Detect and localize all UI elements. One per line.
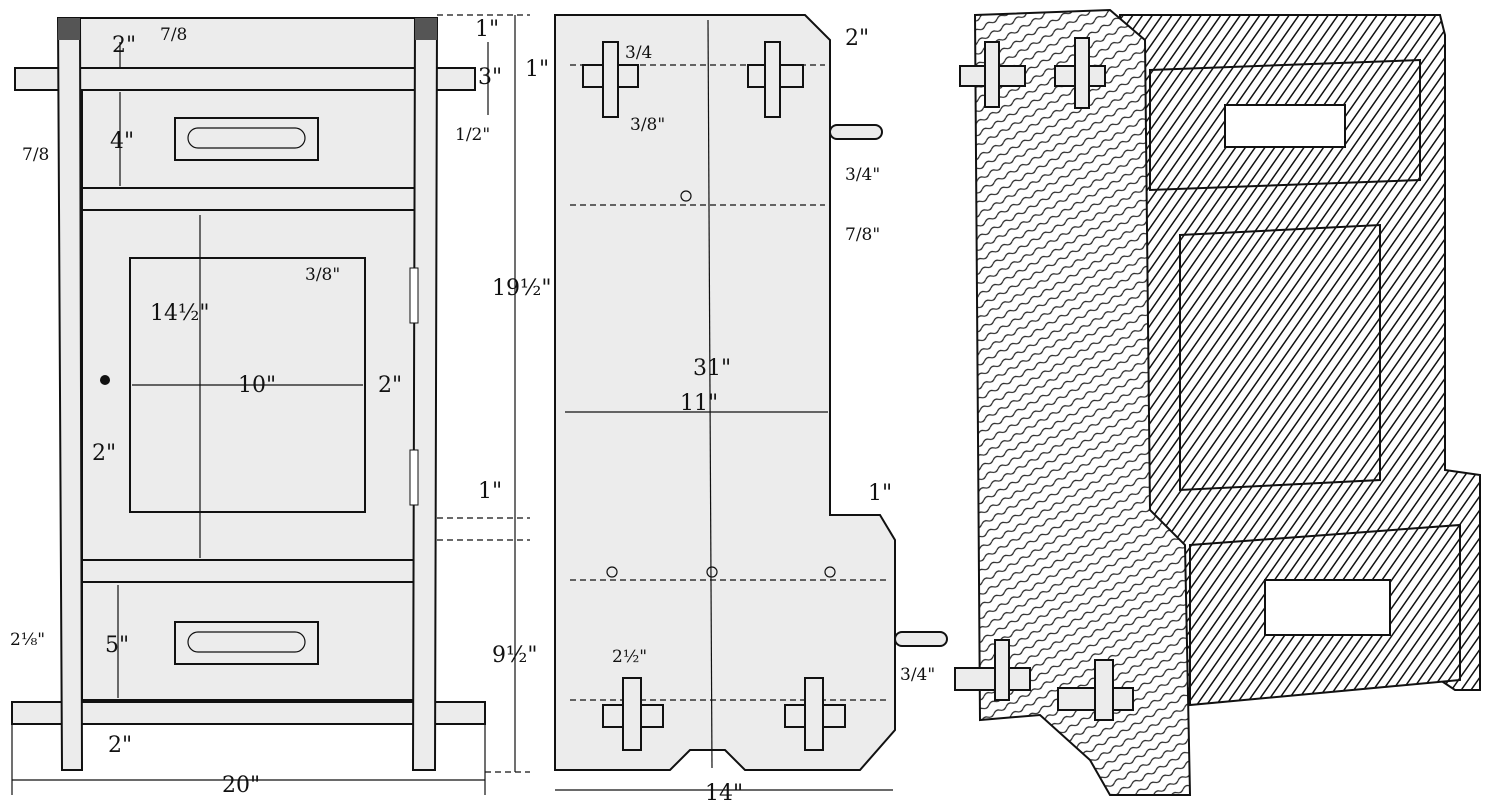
dim-label: 7/8" xyxy=(845,225,880,245)
dim-label: 2" xyxy=(92,441,116,466)
front-view: 2" 7/8 1" 1" 3" 4" 1/2" 7/8 3/8" 14½" 10… xyxy=(10,14,551,798)
dim-label: 3/4 xyxy=(625,43,652,63)
dim-label: 2½" xyxy=(612,647,647,667)
right-leg xyxy=(411,17,439,771)
top-drawer-handle xyxy=(1224,104,1346,148)
dim-label: 3/4" xyxy=(900,665,935,685)
peg xyxy=(954,667,1031,691)
dim-label: 2" xyxy=(112,33,136,58)
lower-rail xyxy=(81,559,416,583)
dim-label: 1/2" xyxy=(455,125,490,145)
dim-label: 4" xyxy=(110,129,134,154)
door-panel xyxy=(1179,223,1381,492)
dim-label: 1" xyxy=(475,17,499,42)
dim-label: 1" xyxy=(868,481,892,506)
dim-label: 14" xyxy=(705,781,743,806)
keyhole-icon xyxy=(100,375,110,385)
dim-label: 20" xyxy=(222,773,260,798)
knob xyxy=(894,631,948,647)
bottom-drawer-handle xyxy=(174,621,319,665)
dim-label: 9½" xyxy=(492,643,537,668)
side-panel xyxy=(973,8,1192,796)
dim-label: 31" xyxy=(693,356,731,381)
dim-label: 1" xyxy=(478,479,502,504)
bottom-drawer-handle xyxy=(1264,579,1391,636)
dim-label: 7/8 xyxy=(22,145,49,165)
dim-label: 2⅛" xyxy=(10,630,45,650)
dim-label: 2" xyxy=(378,373,402,398)
dim-label: 3/4" xyxy=(845,165,880,185)
side-panel xyxy=(554,14,896,771)
dim-label: 3/8" xyxy=(630,115,665,135)
dim-label: 7/8 xyxy=(160,25,187,45)
dim-label: 3/8" xyxy=(305,265,340,285)
dim-label: 10" xyxy=(238,373,276,398)
left-leg xyxy=(56,17,84,771)
dim-label: 3" xyxy=(478,65,502,90)
bottom-crossbar xyxy=(11,701,486,725)
dim-label: 19½" xyxy=(492,276,551,301)
top-rail xyxy=(79,17,416,69)
side-view: 3/4 2" 3/8" 3/4" 7/8" 31" 11" 1" 2½" 3/4… xyxy=(554,14,948,806)
dim-label: 5" xyxy=(105,633,129,658)
top-drawer-handle xyxy=(174,117,319,161)
dim-label: 1" xyxy=(525,57,549,82)
dim-label: 14½" xyxy=(150,301,209,326)
top-crossbar xyxy=(14,67,476,91)
dim-label: 2" xyxy=(845,26,869,51)
knob xyxy=(829,124,883,140)
dim-label: 2" xyxy=(108,733,132,758)
perspective-view xyxy=(954,8,1481,796)
dim-label: 11" xyxy=(680,391,718,416)
middle-rail xyxy=(81,187,416,211)
